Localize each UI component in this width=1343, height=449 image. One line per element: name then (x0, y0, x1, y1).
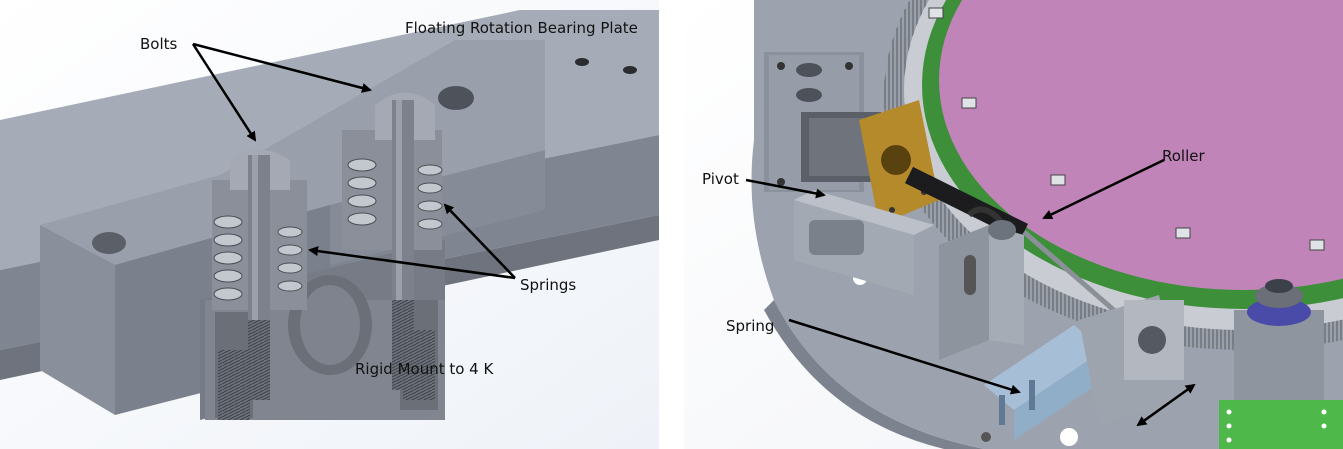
annotation-arrows (191, 42, 516, 280)
magenta-disk (939, 0, 1343, 290)
roller-label: Roller (1162, 147, 1205, 165)
annotation-arrows (745, 158, 1196, 427)
springs-label: Springs (520, 276, 576, 294)
floating-block-front (40, 225, 115, 415)
bolt-spring-cross-section-drawing: Bolts Floating Rotation Bearing Plate Sp… (0, 0, 659, 449)
left-figure: Bolts Floating Rotation Bearing Plate Sp… (0, 0, 659, 449)
roller-pillar (939, 225, 989, 360)
plate-label: Floating Rotation Bearing Plate (405, 19, 638, 37)
rigid-mount-label: Rigid Mount to 4 K (355, 360, 494, 378)
left-bolt-assembly (212, 150, 307, 400)
bolts-label: Bolts (140, 35, 178, 53)
roller-pivot-assembly-drawing: Pivot Roller Spring (684, 0, 1343, 449)
pivot-label: Pivot (702, 170, 739, 188)
right-bolt-assembly (342, 92, 443, 390)
spring-label: Spring (726, 317, 774, 335)
right-figure: Pivot Roller Spring (684, 0, 1343, 449)
